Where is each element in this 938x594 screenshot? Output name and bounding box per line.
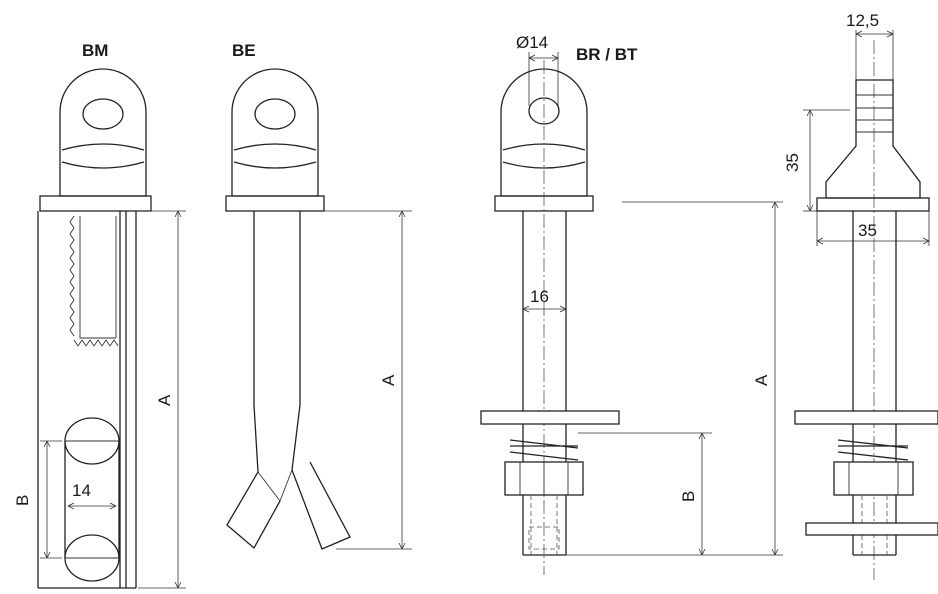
- figure-side-view: 12,5 35 35: [783, 11, 938, 580]
- brbt-title: BR / BT: [576, 45, 638, 64]
- brbt-dim-a: A: [752, 374, 771, 386]
- bm-dim-b: B: [13, 495, 32, 506]
- side-dim-width: 35: [858, 221, 877, 240]
- side-dim-top: 12,5: [846, 11, 879, 30]
- figure-bm: BM 14 B: [13, 41, 186, 589]
- bm-title: BM: [82, 41, 108, 60]
- be-title: BE: [232, 41, 256, 60]
- bm-dim-a: A: [155, 394, 174, 406]
- figure-br-bt: BR / BT Ø14 16 B: [480, 33, 783, 575]
- brbt-dim-shaft: 16: [530, 287, 549, 306]
- be-dim-a: A: [379, 374, 398, 386]
- side-dim-height: 35: [783, 153, 802, 172]
- figure-be: BE A: [225, 41, 412, 550]
- brbt-dim-diameter: Ø14: [516, 33, 548, 52]
- bm-dim-hole: 14: [72, 481, 91, 500]
- brbt-dim-b: B: [679, 491, 698, 502]
